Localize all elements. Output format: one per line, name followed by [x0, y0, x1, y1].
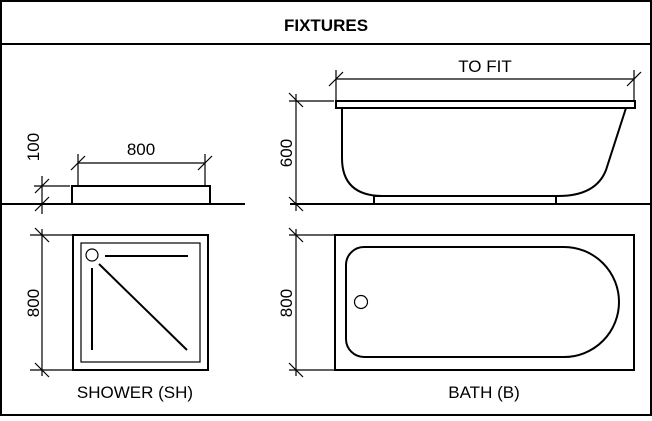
- bath-plan: 800 BATH (B): [277, 227, 635, 402]
- shower-tray-inner: [80, 242, 201, 363]
- shower-plan: 800 SHOWER (SH): [24, 227, 209, 402]
- shower-width-dimension: [70, 154, 213, 186]
- bath-depth-dimension: [288, 227, 334, 378]
- shower-caption: SHOWER (SH): [77, 383, 193, 402]
- shower-depth-label: 800: [24, 289, 43, 317]
- bath-plinth: [373, 195, 557, 205]
- bath-width-dimension: [328, 70, 642, 100]
- sheet-title: FIXTURES: [284, 16, 368, 35]
- bath-plan-inner: [345, 246, 620, 358]
- shower-tray-elevation: [71, 185, 211, 205]
- shower-fall-line-diagonal: [98, 263, 188, 351]
- bath-plan-outer: [334, 234, 635, 371]
- bath-height-label: 600: [277, 139, 296, 167]
- shower-height-dimension: [34, 176, 70, 214]
- bath-caption: BATH (B): [448, 383, 519, 402]
- bath-rim: [335, 100, 636, 109]
- shower-elevation: 800 100: [0, 133, 245, 214]
- bath-depth-label: 800: [277, 289, 296, 317]
- bath-waste-icon: [353, 294, 369, 310]
- shower-depth-dimension: [30, 227, 72, 378]
- bath-elevation: TO FIT 600: [277, 57, 651, 212]
- shower-width-label: 800: [127, 140, 155, 159]
- shower-tray-outer: [72, 234, 209, 371]
- bath-width-label: TO FIT: [458, 57, 512, 76]
- shower-waste-icon: [85, 248, 99, 262]
- shower-height-label: 100: [24, 133, 43, 161]
- bath-height-dimension: [288, 92, 334, 212]
